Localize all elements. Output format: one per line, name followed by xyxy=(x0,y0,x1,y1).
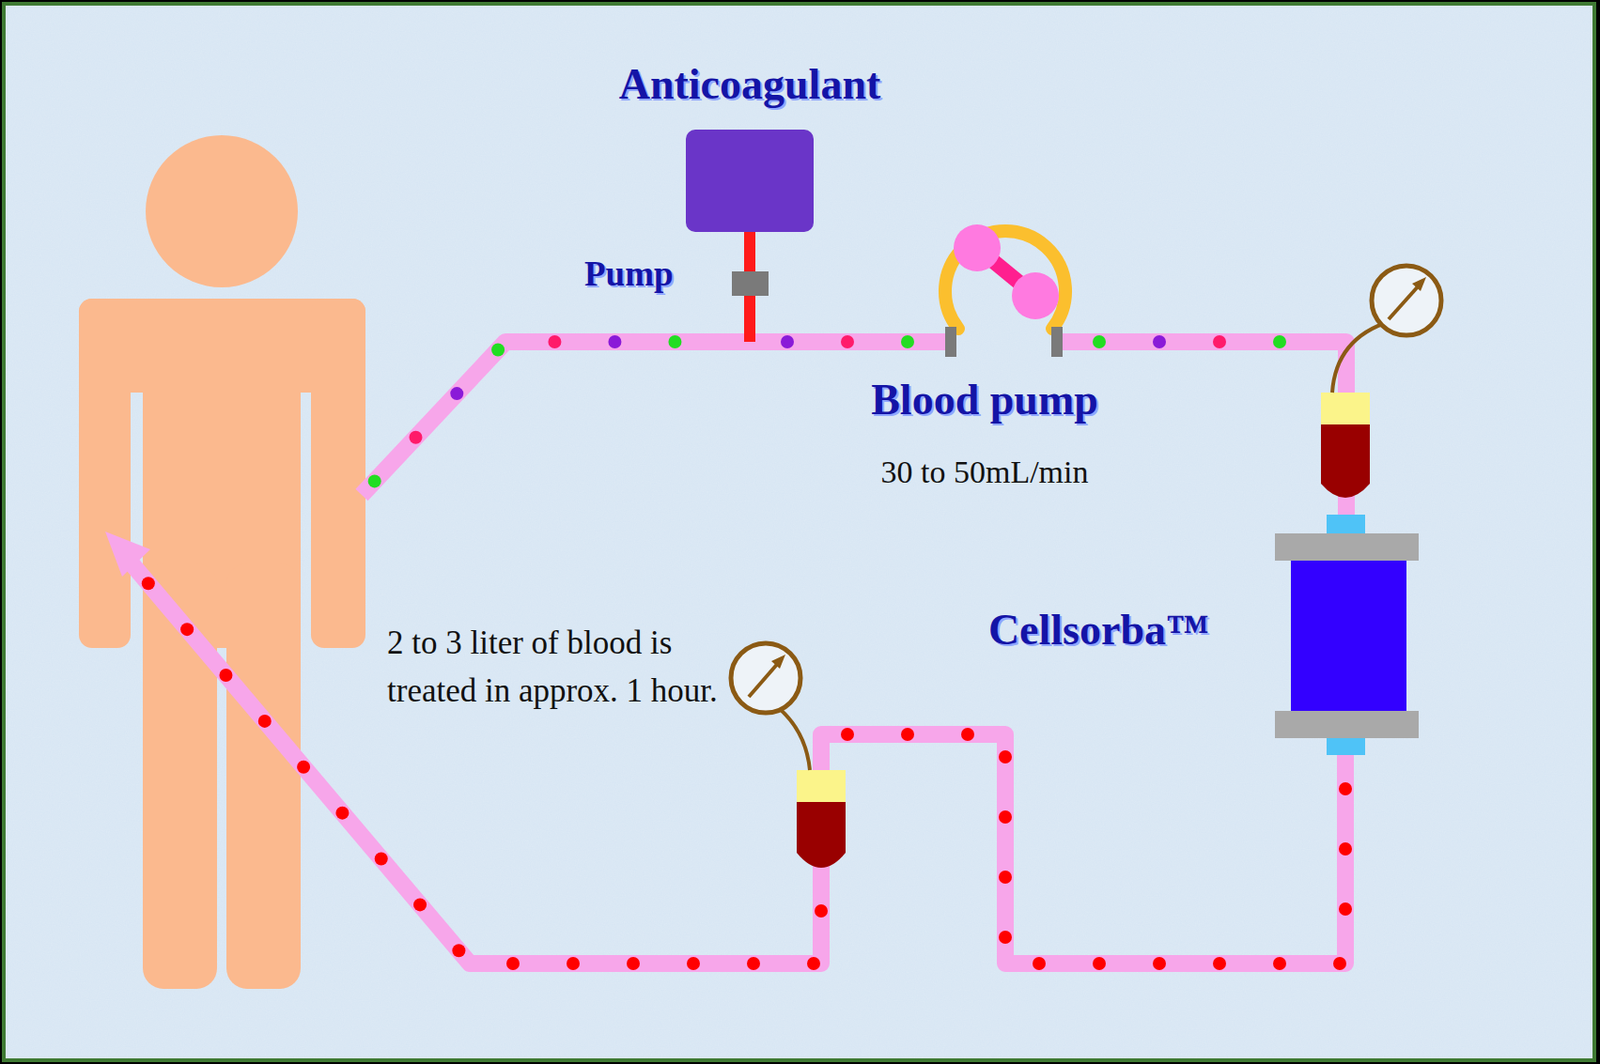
cellsorba-column xyxy=(1274,514,1419,756)
node-caption: Cellsorba™ xyxy=(988,606,1210,655)
blood-cell-dot xyxy=(961,728,975,742)
blood-cell-dot xyxy=(840,728,855,742)
drip-chamber xyxy=(730,643,846,869)
blood-cell-dot xyxy=(607,335,622,349)
blood-cell-dot xyxy=(1212,957,1227,971)
blood-cell-dot xyxy=(1092,335,1106,349)
blood-cell-dot xyxy=(451,944,466,958)
blood-cell-dot xyxy=(547,335,561,349)
blood-cell-dot xyxy=(296,761,311,775)
node-caption: Anticoagulant xyxy=(619,61,882,109)
blood-cell-dot xyxy=(667,335,682,349)
blood-pump-symbol xyxy=(945,224,1066,358)
blood-cell-dot xyxy=(1338,902,1352,917)
blood-cell-dot xyxy=(218,668,233,683)
node-title: Anticoagulant xyxy=(619,61,882,109)
blood-cell-dot xyxy=(1032,957,1046,971)
blood-cell-dot xyxy=(626,957,640,971)
blood-cell-dot xyxy=(368,474,382,488)
pump-label: Pump xyxy=(584,255,674,295)
blood-cell-dot xyxy=(780,335,794,349)
blood-cell-dot xyxy=(1338,842,1352,856)
pump-clamp xyxy=(731,271,769,296)
blood-cell-dot xyxy=(413,898,427,912)
node-caption: Blood pump 30 to 50mL/min xyxy=(862,376,1107,490)
adsorption-column: Cellsorba™ xyxy=(1274,533,1419,737)
blood-cell-dot xyxy=(998,931,1012,945)
node-title: Blood pump xyxy=(862,376,1107,425)
blood-cell-dot xyxy=(374,853,389,867)
blood-cell-dot xyxy=(998,750,1012,764)
blood-tubing xyxy=(131,341,1346,964)
blood-cell-dot xyxy=(450,387,464,401)
blood-cell-dot xyxy=(1333,957,1347,971)
blood-cell-dot xyxy=(1273,957,1287,971)
blood-cell-dot xyxy=(258,714,272,729)
flow-rate: 30 to 50mL/min xyxy=(862,454,1107,490)
blood-cell-dot xyxy=(1212,335,1227,349)
blood-cell-dot xyxy=(566,957,580,971)
blood-cell-dot xyxy=(807,957,821,971)
background-panel xyxy=(3,3,1595,1061)
blood-cell-dot xyxy=(900,335,915,349)
blood-cell-dot xyxy=(840,335,855,349)
blood-cell-dot xyxy=(1338,782,1352,796)
blood-cell-dot xyxy=(814,904,828,918)
blood-cell-dot xyxy=(1092,957,1106,971)
blood-cell-dot xyxy=(408,431,422,445)
tubing-connector xyxy=(1071,341,1347,534)
return-arrowhead xyxy=(105,531,151,577)
blood-cell-dot xyxy=(1152,957,1166,971)
blood-cell-dot xyxy=(491,342,505,357)
blood-cell-dot xyxy=(180,622,194,637)
blood-cell-dot xyxy=(1273,335,1287,349)
background-texture xyxy=(5,5,1593,1059)
patient-figure xyxy=(78,135,366,990)
blood-cell-dot xyxy=(746,957,761,971)
drip-chamber xyxy=(1320,265,1442,498)
blood-cell-dot xyxy=(998,810,1012,824)
treatment-note: 2 to 3 liter of blood is treated in appr… xyxy=(387,620,726,716)
blood-cell-dots xyxy=(141,335,1352,971)
blood-cell-dot xyxy=(506,957,520,971)
anticoagulant-reservoir: Anticoagulant xyxy=(685,129,814,233)
blood-cell-dot xyxy=(998,870,1012,885)
node-title: Cellsorba™ xyxy=(988,606,1210,655)
blood-cell-dot xyxy=(900,728,915,742)
blood-cell-dot xyxy=(335,807,349,821)
blood-pump: Blood pump30 to 50mL/min xyxy=(934,201,1072,353)
blood-cell-dot xyxy=(141,576,156,591)
blood-cell-dot xyxy=(686,957,700,971)
blood-cell-dot xyxy=(1152,335,1166,349)
